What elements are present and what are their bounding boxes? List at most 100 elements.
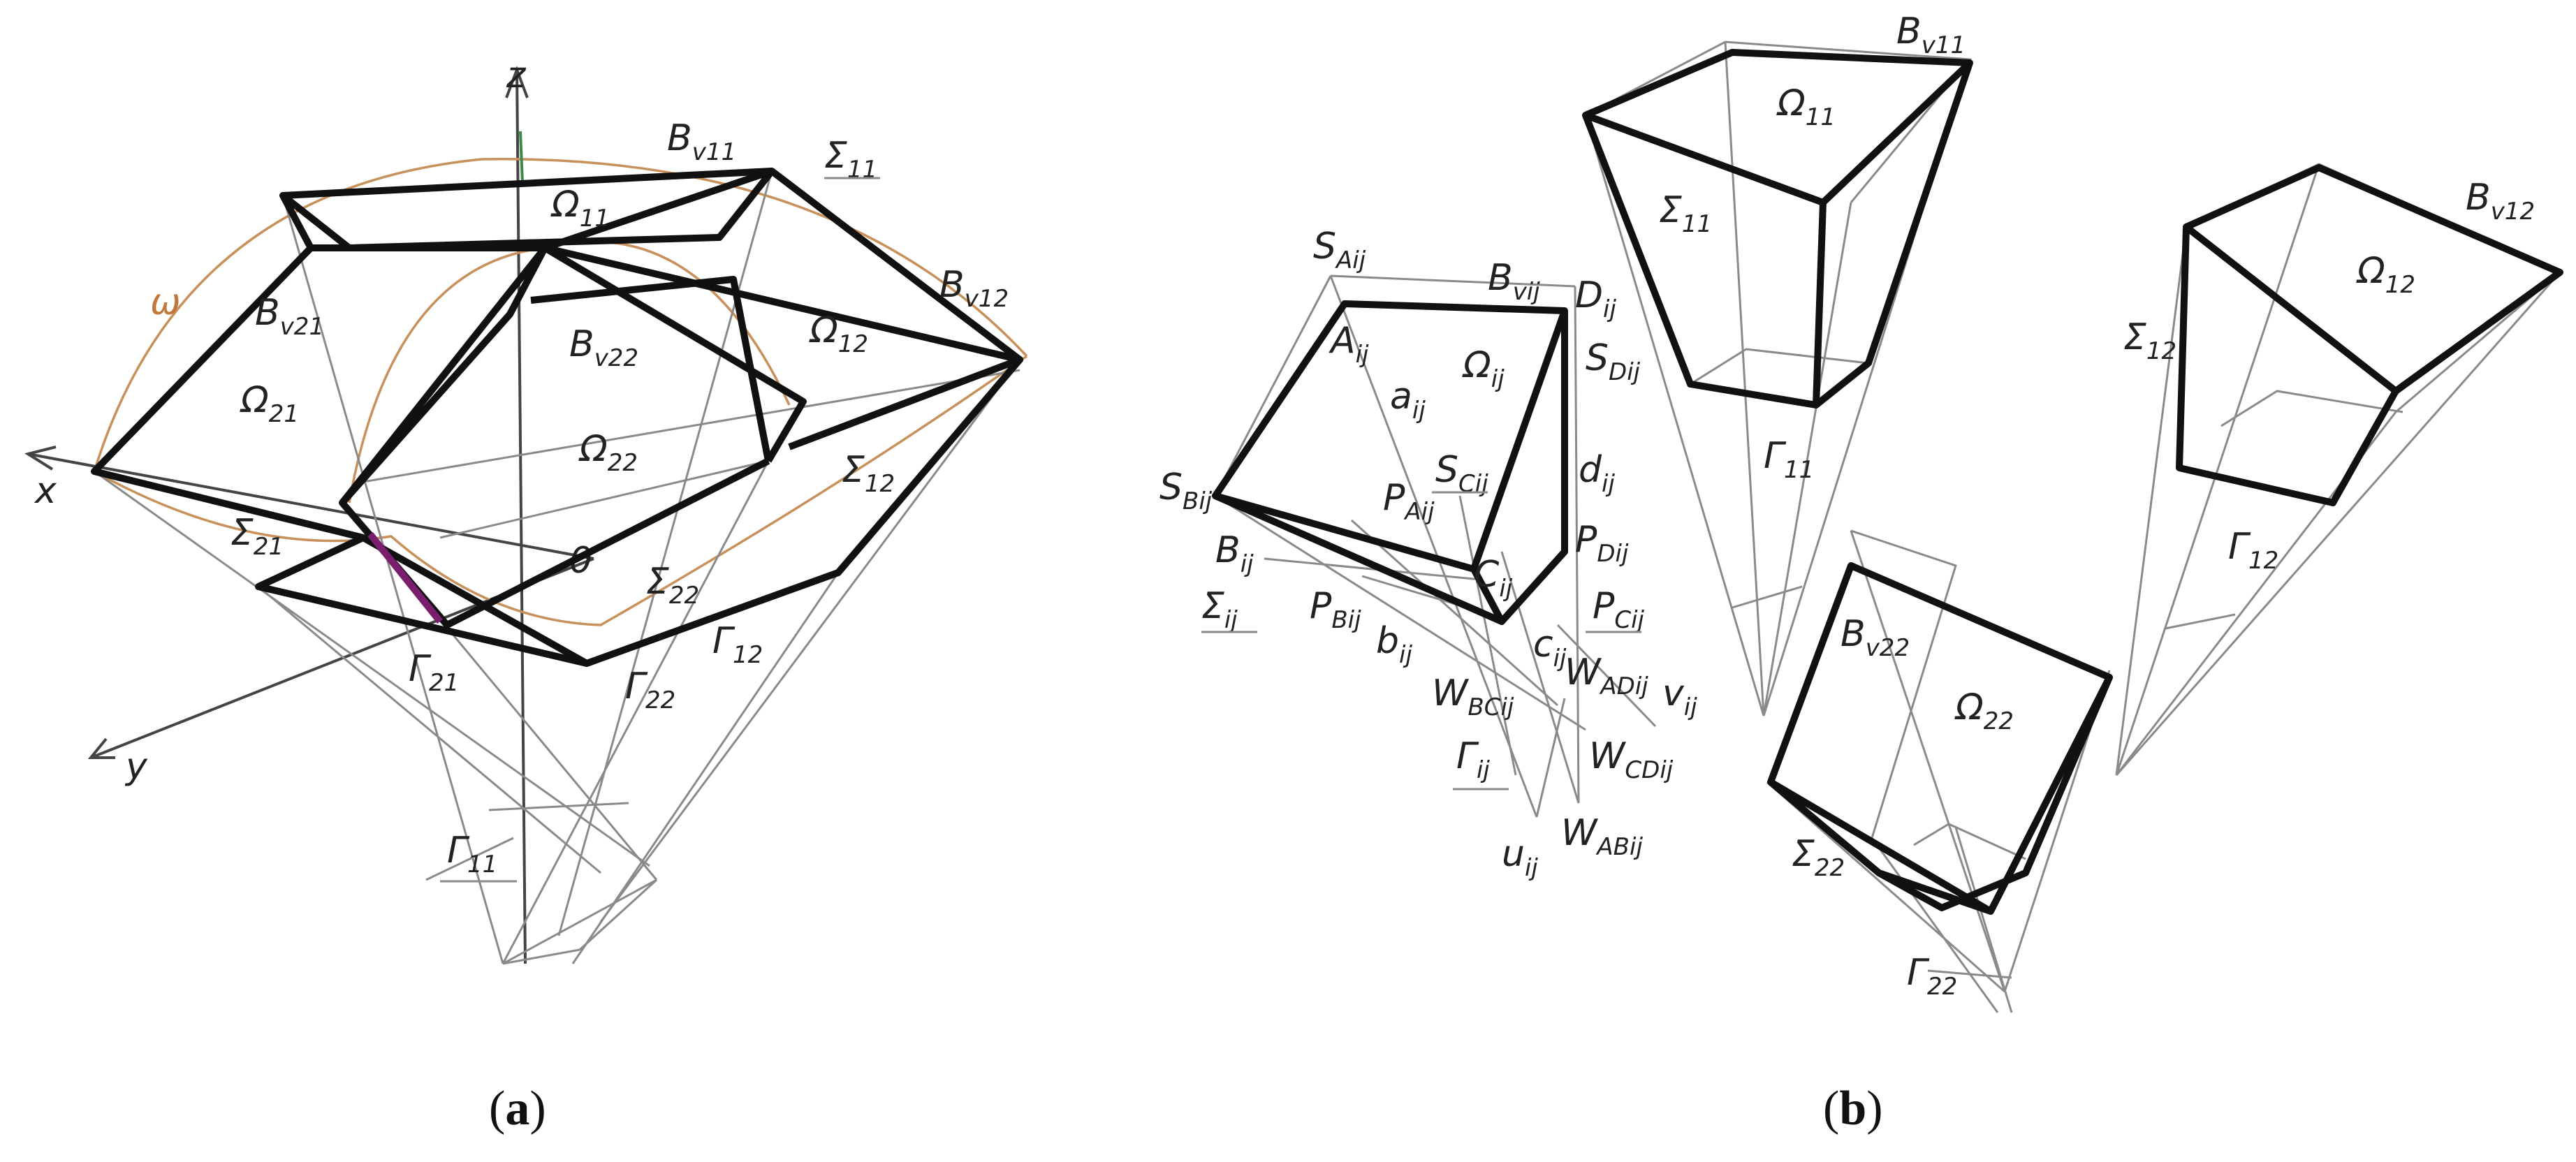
- ray: [578, 878, 658, 951]
- label-Omegaij: Ωij: [1462, 344, 1505, 393]
- labels-b-cell: SAij Bvij Dij SDij Aij aij Ωij SCij dij …: [1159, 226, 1697, 882]
- ray: [1724, 41, 1765, 716]
- label-Bij: Bij: [1215, 529, 1254, 578]
- ray: [1584, 115, 1765, 716]
- cell-omega22-left: [339, 245, 770, 628]
- ray: [1585, 41, 1973, 203]
- x-axis-arrow-icon: [24, 446, 57, 471]
- ray: [281, 195, 504, 964]
- caption-a: (a): [489, 1082, 546, 1135]
- caption-b: (b): [1823, 1082, 1883, 1135]
- cell-omega22-ridge: [339, 246, 548, 506]
- cell-omega11-top: [279, 168, 775, 251]
- label-Gamma11: Γ11: [447, 830, 497, 878]
- label-Gamma21: Γ21: [409, 648, 459, 697]
- label-Sigma22-b: Σ22: [1792, 833, 1845, 882]
- label-Omega22-b: Ω22: [1954, 686, 2014, 735]
- label-SDij: SDij: [1586, 337, 1641, 386]
- label-Gamma22: Γ22: [625, 665, 675, 714]
- label-Gamma12-b: Γ12: [2228, 526, 2278, 575]
- ray: [571, 572, 840, 964]
- cell-edges-a: [91, 168, 1023, 667]
- cell-omega22-right: [543, 244, 807, 463]
- ray: [488, 802, 629, 811]
- label-Aij: Aij: [1329, 320, 1369, 369]
- label-WBCij: WBCij: [1432, 672, 1514, 721]
- ray: [1556, 624, 1657, 728]
- ray: [2115, 226, 2188, 776]
- label-PCij: PCij: [1593, 585, 1645, 634]
- z-axis-label: z: [506, 54, 527, 96]
- label-Gamma22-b: Γ22: [1907, 952, 1957, 1001]
- cell-omega-ij-edge: [1470, 567, 1505, 624]
- omega-label: ω: [150, 281, 181, 323]
- label-Sigma21: Σ21: [230, 512, 284, 561]
- cell-omega12-ridge: [530, 276, 772, 462]
- label-Sigma11-b: Σ11: [1659, 189, 1712, 238]
- label-Sigma12: Σ12: [842, 449, 895, 498]
- construction-lines-a: [94, 170, 1021, 965]
- sphere-arc-back: [93, 158, 1028, 472]
- sphere-arc-front: [94, 355, 1028, 626]
- cell-omega11-b: [1582, 41, 1973, 716]
- label-Gamma12: Γ12: [712, 620, 763, 669]
- z-axis: [515, 69, 527, 964]
- ray: [1762, 202, 1852, 716]
- x-axis-label: x: [34, 470, 57, 512]
- ray: [1913, 823, 2026, 860]
- cell-omega21-bottom: [255, 534, 588, 667]
- axes: z x y 0: [24, 54, 594, 964]
- label-cij: cij: [1533, 624, 1567, 672]
- ray: [1214, 275, 1332, 497]
- label-PDij: PDij: [1575, 519, 1629, 568]
- label-SBij: SBij: [1159, 466, 1213, 515]
- label-Omega11: Ω11: [550, 184, 610, 233]
- label-Omega12: Ω12: [809, 309, 868, 358]
- label-Bv22-b: Bv22: [1840, 613, 1910, 662]
- cell-omega12-b-side: [2176, 226, 2562, 506]
- ray: [363, 369, 1020, 483]
- ray: [2220, 390, 2403, 427]
- ray: [2115, 272, 2561, 776]
- ray: [1954, 827, 2013, 1013]
- cell-omega11-edge: [279, 168, 773, 251]
- ray: [1458, 495, 1517, 776]
- ray: [94, 470, 650, 867]
- cell-omega12-b: [2115, 163, 2563, 776]
- z-axis-highlight: [519, 131, 524, 184]
- label-Gamma11-b: Γ11: [1764, 435, 1814, 484]
- label-Omega11-b: Ω11: [1776, 82, 1836, 131]
- label-Bvij: Bvij: [1488, 257, 1540, 306]
- label-Omega22: Ω22: [578, 428, 638, 477]
- label-Bv21: Bv21: [255, 292, 324, 341]
- highlighted-edge: [367, 531, 443, 624]
- ray: [502, 948, 580, 965]
- cell-omega22-b: [1766, 529, 2113, 1013]
- cell-omega-ij-edge: [1213, 311, 1568, 625]
- panel-a: z x y 0 ω: [24, 54, 1028, 1135]
- y-axis-label: y: [124, 746, 148, 788]
- ray: [258, 585, 601, 874]
- ray: [1690, 348, 1869, 385]
- label-Bv12: Bv12: [939, 264, 1009, 313]
- x-axis: [27, 453, 594, 560]
- label-Bv22: Bv22: [569, 323, 638, 372]
- ray: [1535, 698, 1566, 818]
- ray: [1329, 275, 1538, 818]
- ray: [1850, 529, 1999, 1013]
- ray: [1766, 781, 2005, 993]
- ray: [439, 459, 769, 539]
- ray: [2165, 613, 2236, 630]
- label-PAij: PAij: [1383, 477, 1435, 526]
- ray: [1330, 274, 1576, 288]
- ray: [1850, 530, 2006, 992]
- label-Omega21: Ω21: [240, 379, 299, 428]
- z-axis-arrow-icon: [505, 66, 529, 98]
- ray: [425, 837, 514, 881]
- panel-b: SAij Bvij Dij SDij Aij aij Ωij SCij dij …: [1159, 10, 2563, 1135]
- ray: [1264, 557, 1481, 581]
- labels-b-others: Bv11 Ω11 Σ11 Γ11 Bv12 Ω12 Σ12 Γ12 Bv22 Ω…: [1659, 10, 2535, 1001]
- ray: [1500, 551, 1580, 804]
- ray: [1574, 286, 1580, 804]
